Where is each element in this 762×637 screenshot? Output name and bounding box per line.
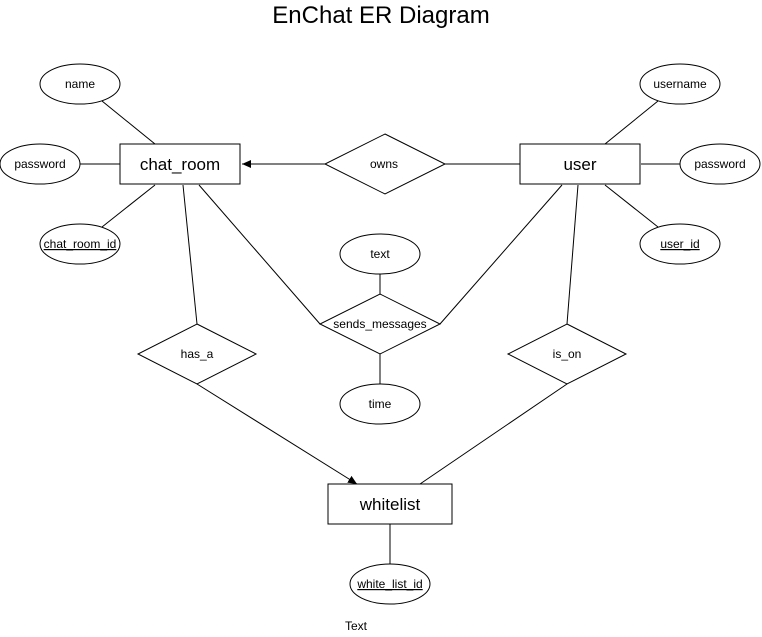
entity-label: whitelist (359, 495, 421, 514)
stray-text-label[interactable]: Text (345, 619, 368, 633)
diagram-title: EnChat ER Diagram (272, 2, 489, 29)
attribute-label: name (65, 77, 95, 91)
attribute-label: password (694, 157, 745, 171)
entity-chat_room[interactable]: chat_room (119, 143, 241, 185)
relationship-owns[interactable]: owns (323, 133, 447, 195)
edge-chat_room-id (101, 184, 156, 228)
attribute-label: white_list_id (356, 577, 422, 591)
edge-is_on-whitelist (419, 383, 568, 485)
attribute-label: password (14, 157, 65, 171)
relationship-label: sends_messages (333, 317, 426, 331)
attribute-user-password[interactable]: password (679, 143, 761, 185)
relationship-is_on[interactable]: is_on (506, 323, 628, 385)
attribute-chat_room-id[interactable]: chat_room_id (39, 223, 121, 265)
entity-label: chat_room (140, 155, 220, 174)
edge-chat_room-name (101, 100, 156, 145)
relationship-sends_messages[interactable]: sends_messages (318, 293, 442, 355)
attribute-chat_room-password[interactable]: password (0, 143, 81, 185)
relationship-has_a[interactable]: has_a (136, 323, 258, 385)
relationship-label: owns (370, 157, 398, 171)
entity-whitelist[interactable]: whitelist (327, 483, 453, 525)
edge-user-username (604, 100, 659, 145)
edge-has_a-whitelist (196, 383, 358, 485)
edge-chat_room-sends_messages (198, 184, 321, 325)
edge-user-is_on (566, 184, 579, 325)
attribute-label: chat_room_id (44, 237, 117, 251)
edge-chat_room-has_a (182, 184, 198, 325)
attribute-label: user_id (660, 237, 699, 251)
attribute-label: time (369, 397, 392, 411)
relationship-label: is_on (553, 347, 582, 361)
entity-user[interactable]: user (519, 143, 641, 185)
attribute-user-username[interactable]: username (639, 63, 721, 105)
relationship-label: has_a (181, 347, 214, 361)
attribute-message-time[interactable]: time (339, 383, 421, 425)
entity-label: user (563, 155, 596, 174)
attribute-chat_room-name[interactable]: name (39, 63, 121, 105)
edge-user-id (604, 184, 659, 228)
edge-user-sends_messages (439, 184, 563, 325)
edges (80, 100, 680, 564)
attribute-white_list_id[interactable]: white_list_id (349, 563, 431, 605)
attribute-message-text[interactable]: text (339, 233, 421, 275)
attribute-user-id[interactable]: user_id (639, 223, 721, 265)
attribute-label: text (370, 247, 390, 261)
attribute-label: username (653, 77, 707, 91)
